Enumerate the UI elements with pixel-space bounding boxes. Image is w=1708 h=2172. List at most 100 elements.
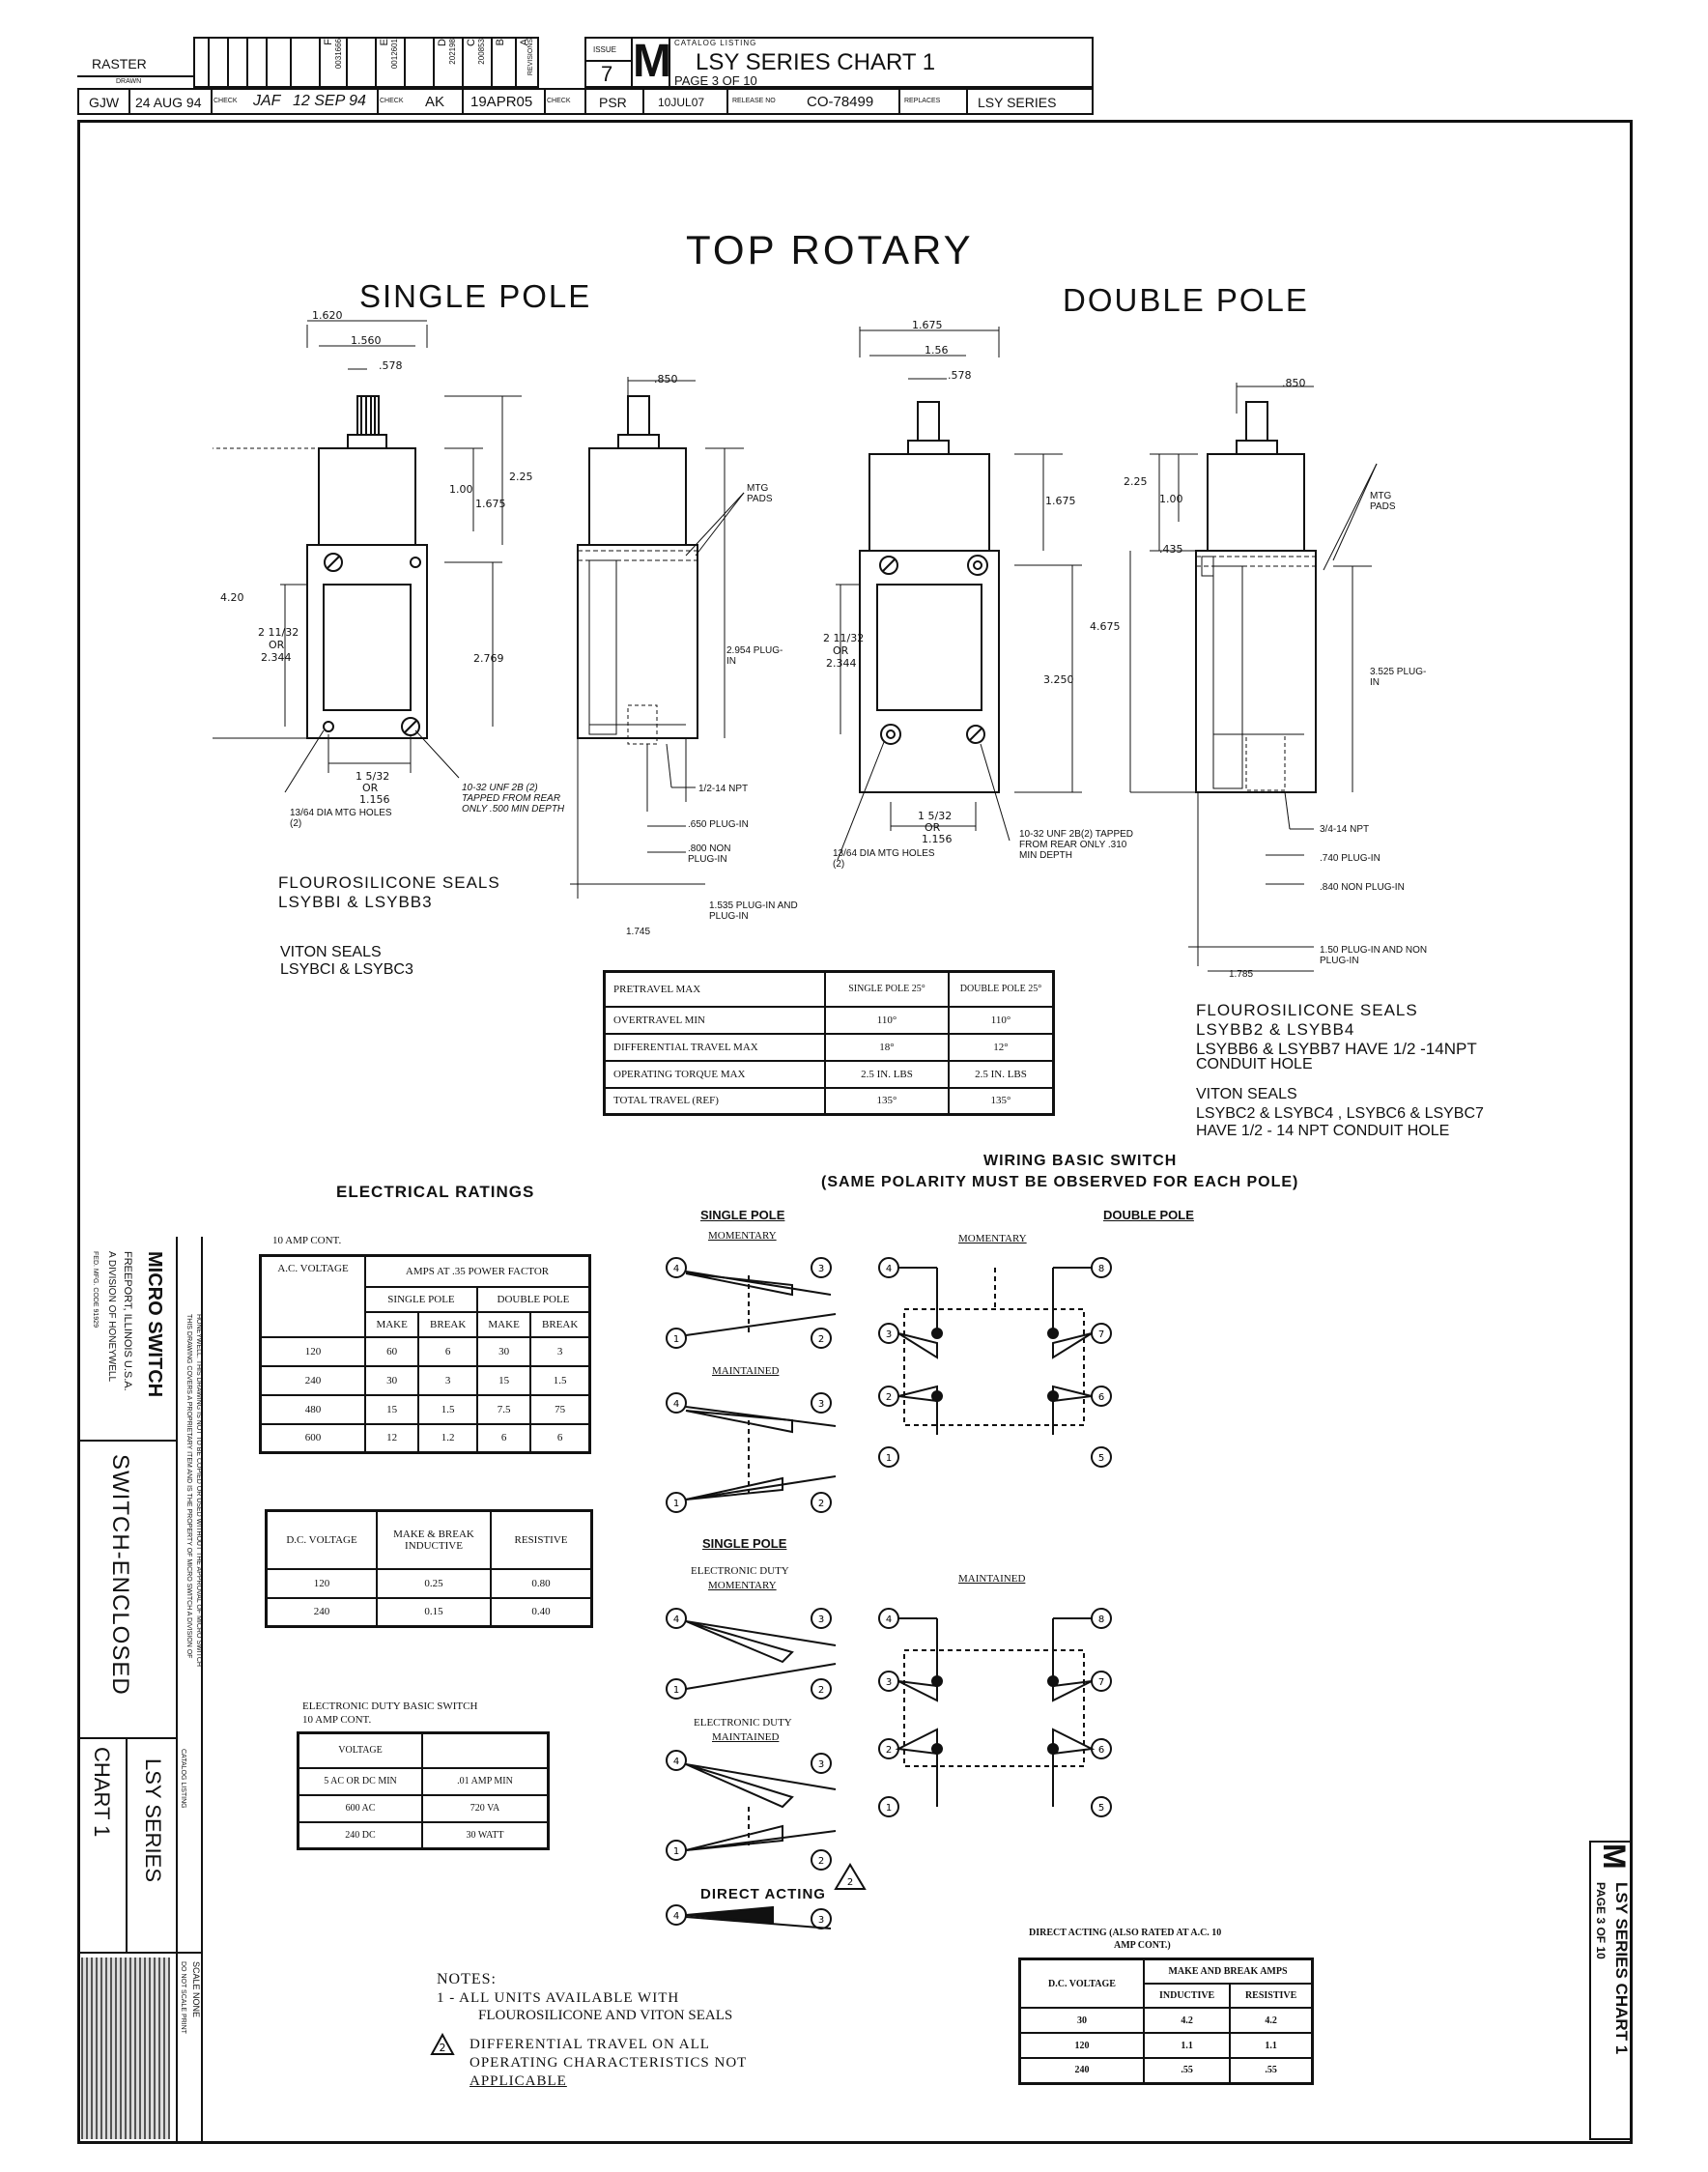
- rev-letter: E: [379, 39, 390, 46]
- non-plug-in-800: .800 NON PLUG-IN: [688, 843, 731, 865]
- terminal-3: 3: [818, 1615, 824, 1625]
- terminal-7: 7: [1098, 1677, 1104, 1688]
- note-2b: OPERATING CHARACTERISTICS NOT: [470, 2055, 748, 2071]
- terminal-1: 1: [673, 1499, 679, 1509]
- table-cell: 6: [529, 1422, 591, 1454]
- table-row: INDUCTIVE RESISTIVE: [1020, 1983, 1314, 2009]
- plug-in-2954: 2.954 PLUG-IN: [726, 645, 783, 667]
- plug-in-1535: 1.535 PLUG-IN AND PLUG-IN: [709, 900, 798, 922]
- note-2-triangle-icon: 2: [430, 2033, 455, 2055]
- table-header: D.C. VOLTAGE: [1018, 1958, 1145, 2009]
- table-cell: 0.80: [490, 1567, 593, 1599]
- ed-maintained-1: ELECTRONIC DUTY: [694, 1717, 792, 1729]
- table-header: A.C. VOLTAGE: [259, 1254, 366, 1338]
- table-row: 120 60 6 30 3: [259, 1335, 591, 1367]
- dim-211-dp: 2 11/32: [823, 632, 865, 644]
- seals-single-viton-title: VITON SEALS: [280, 944, 382, 960]
- table-cell: 135°: [824, 1086, 950, 1116]
- wiring-subtitle: (SAME POLARITY MUST BE OBSERVED FOR EACH…: [821, 1174, 1299, 1190]
- table-cell: 720 VA: [421, 1793, 550, 1823]
- terminal-1: 1: [673, 1685, 679, 1696]
- dim-1532: 1 5/32: [356, 770, 390, 783]
- terminal-3: 3: [886, 1329, 892, 1340]
- direct-acting-table: D.C. VOLTAGE MAKE AND BREAK AMPS INDUCTI…: [1018, 1958, 1314, 2085]
- table-header: AMPS AT .35 POWER FACTOR: [364, 1254, 591, 1288]
- rev-letter: F: [323, 39, 334, 45]
- revision-grid: [193, 37, 539, 88]
- series-side: LSY SERIES: [141, 1758, 165, 1882]
- table-header: MAKE: [475, 1310, 532, 1338]
- rev-number: 202198: [448, 39, 457, 65]
- dim-850-dp: .850: [1282, 377, 1306, 389]
- replaces-label: REPLACES: [904, 98, 941, 104]
- note-2c: APPLICABLE: [470, 2073, 567, 2089]
- fed-code: FED. MFG. CODE 91929: [92, 1251, 99, 1328]
- check-label: CHECK: [214, 98, 238, 104]
- table-cell: 6: [417, 1335, 478, 1367]
- rev-number: 0012601: [390, 39, 399, 70]
- table-cell: 110°: [824, 1005, 950, 1035]
- table-header: RESISTIVE: [1229, 1983, 1314, 2009]
- proprietary-text-2: HONEYWELL. THIS DRAWING IS NOT TO BE COP…: [195, 1314, 202, 1667]
- table-row: 120 1.1 1.1: [1018, 2032, 1314, 2059]
- terminal-4: 4: [673, 1264, 679, 1274]
- terminal-1: 1: [886, 1803, 892, 1814]
- seals-double-viton-note: HAVE 1/2 - 14 NPT CONDUIT HOLE: [1196, 1123, 1450, 1139]
- single-pole-side-drawing: [570, 377, 745, 899]
- table-cell: 12: [363, 1422, 420, 1454]
- table-cell: 600 AC: [297, 1793, 423, 1823]
- dim-100: 1.00: [449, 483, 473, 496]
- page-number: PAGE 3 OF 10: [674, 73, 757, 88]
- single-pole-front-drawing: [213, 320, 522, 793]
- seals-single-flouro-models: LSYBBI & LSYBB3: [278, 893, 433, 911]
- terminal-3: 3: [818, 1915, 824, 1926]
- wiring-single-pole-2: SINGLE POLE: [702, 1536, 787, 1551]
- mtg-pads-dp: MTG PADS: [1370, 491, 1396, 512]
- terminal-3: 3: [818, 1264, 824, 1274]
- dim-3250: 3.250: [1043, 673, 1074, 686]
- terminal-1: 1: [673, 1334, 679, 1345]
- checker-1: JAF: [253, 93, 281, 109]
- ed-momentary-2: MOMENTARY: [708, 1580, 777, 1591]
- dim-1156-dp: 1.156: [922, 833, 953, 845]
- table-row: OPERATING TORQUE MAX 2.5 IN. LBS 2.5 IN.…: [603, 1059, 1055, 1089]
- tapped-label: 10-32 UNF 2B (2) TAPPED FROM REAR ONLY .…: [462, 783, 565, 814]
- proprietary-text: THIS DRAWING COVERS A PROPRIETARY ITEM A…: [185, 1314, 192, 1659]
- table-row: OVERTRAVEL MIN 110° 110°: [603, 1005, 1055, 1035]
- table-row: VOLTAGE: [297, 1731, 550, 1769]
- table-row: A.C. VOLTAGE AMPS AT .35 POWER FACTOR: [259, 1254, 591, 1338]
- table-row: SINGLE POLE DOUBLE POLE: [261, 1285, 591, 1313]
- seals-single-viton-models: LSYBCI & LSYBC3: [280, 961, 413, 978]
- release-no: CO-78499: [807, 94, 874, 110]
- table-cell: 1.5: [417, 1393, 478, 1425]
- right-tab-logo: M: [1597, 1843, 1632, 1870]
- rev-letter: C: [466, 39, 477, 46]
- plug-in-3525: 3.525 PLUG-IN: [1370, 667, 1427, 688]
- note-2: DIFFERENTIAL TRAVEL ON ALL: [470, 2037, 710, 2052]
- table-cell: 135°: [948, 1086, 1055, 1116]
- logo-m: M: [633, 36, 671, 87]
- dim-100-dp: 1.00: [1159, 493, 1183, 505]
- dim-578: .578: [379, 359, 403, 372]
- checker-3: PSR: [599, 95, 627, 110]
- table-row: 480 15 1.5 7.5 75: [259, 1393, 591, 1425]
- table-cell: 110°: [948, 1005, 1055, 1035]
- table-cell: 1.1: [1229, 2032, 1314, 2059]
- seals-double-flouro-title: FLOUROSILICONE SEALS: [1196, 1001, 1418, 1019]
- dim-1675: 1.675: [475, 498, 506, 510]
- table-cell: PRETRAVEL MAX: [603, 970, 826, 1008]
- terminal-1: 1: [673, 1846, 679, 1857]
- issue-number: 7: [601, 62, 613, 86]
- ed-momentary-1: ELECTRONIC DUTY: [691, 1565, 789, 1577]
- raster-line: [77, 75, 193, 77]
- travel-table: PRETRAVEL MAX SINGLE POLE 25° DOUBLE POL…: [603, 970, 1055, 1116]
- table-row: 240 .55 .55: [1018, 2057, 1314, 2084]
- dp-maintained-label: MAINTAINED: [958, 1573, 1026, 1585]
- seals-double-viton-title: VITON SEALS: [1196, 1086, 1297, 1102]
- issue-label: ISSUE: [593, 45, 617, 54]
- ed-cont: 10 AMP CONT.: [302, 1714, 372, 1726]
- table-cell: 2.5 IN. LBS: [948, 1059, 1055, 1089]
- table-cell: 15: [475, 1364, 532, 1396]
- main-title: TOP ROTARY: [686, 227, 974, 272]
- rev-letter: D: [437, 39, 448, 46]
